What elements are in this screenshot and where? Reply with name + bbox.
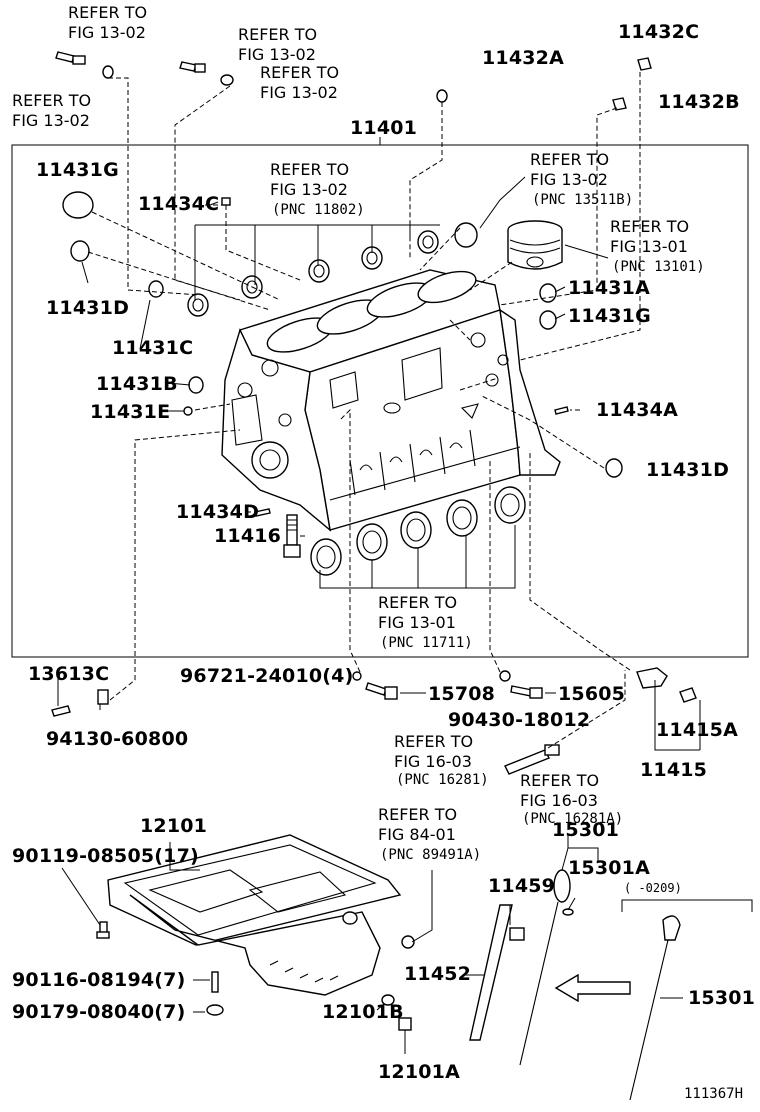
bolt-11416[interactable] [283, 514, 301, 558]
plug-11431D-right[interactable] [605, 458, 623, 478]
ref-label: REFER TO [270, 160, 349, 179]
ref-label: FIG 13-01 [610, 237, 688, 256]
part-number-11459[interactable]: 11459 [488, 875, 555, 897]
ref-label: FIG 13-02 [260, 83, 338, 102]
pnc-label: (PNC 16281A) [522, 811, 623, 827]
part-number-11432B[interactable]: 11432B [658, 91, 740, 113]
pin-11434D[interactable] [254, 508, 271, 517]
plug-11431G[interactable] [62, 191, 94, 219]
plug-11431D[interactable] [70, 240, 90, 262]
part-number-11434A[interactable]: 11434A [596, 399, 678, 421]
ref-label: REFER TO [68, 3, 147, 22]
crankshaft-bearings[interactable] [310, 486, 526, 576]
pan-bolts[interactable] [96, 921, 415, 1031]
ref-label: REFER TO [238, 25, 317, 44]
part-number-12101[interactable]: 12101 [140, 815, 207, 837]
ref-label: FIG 13-02 [12, 111, 90, 130]
pnc-label: (PNC 13101) [612, 259, 705, 275]
range-bracket [621, 899, 753, 912]
part-number-15605[interactable]: 15605 [558, 683, 625, 705]
ref-label: FIG 13-02 [270, 180, 348, 199]
part-number-15708[interactable]: 15708 [428, 683, 495, 705]
leader-lines [87, 72, 641, 749]
part-number-15301-old[interactable]: 15301 [688, 987, 755, 1009]
part-number-15301A[interactable]: 15301A [568, 857, 650, 879]
ref-label: REFER TO [520, 771, 599, 790]
part-number-11415[interactable]: 11415 [640, 759, 707, 781]
part-number-90179-08040[interactable]: 90179-08040(7) [12, 1001, 185, 1023]
ref-label: REFER TO [610, 217, 689, 236]
plug-11431A[interactable] [539, 283, 557, 303]
ref-label: FIG 16-03 [394, 752, 472, 771]
top-fittings[interactable] [55, 51, 652, 111]
plug-11431E[interactable] [183, 406, 193, 416]
part-number-11431C[interactable]: 11431C [112, 337, 193, 359]
part-number-11431E[interactable]: 11431E [90, 401, 170, 423]
ref-label: FIG 13-02 [238, 45, 316, 64]
dipstick-guide-11452[interactable] [469, 904, 525, 1041]
part-number-11432A[interactable]: 11432A [482, 47, 564, 69]
part-number-90430-18012[interactable]: 90430-18012 [448, 709, 590, 731]
part-number-11416[interactable]: 11416 [214, 525, 281, 547]
part-number-11415A[interactable]: 11415A [656, 719, 738, 741]
replacement-arrow [554, 973, 631, 1003]
part-number-96721-24010[interactable]: 96721-24010(4) [180, 665, 353, 687]
piston[interactable] [507, 220, 563, 270]
part-number-90116-08194[interactable]: 90116-08194(7) [12, 969, 185, 991]
part-number-11431D[interactable]: 11431D [46, 297, 129, 319]
ref-label: FIG 84-01 [378, 825, 456, 844]
dipstick-15301-old[interactable] [629, 915, 681, 1101]
part-number-11431A[interactable]: 11431A [568, 277, 650, 299]
part-number-11452[interactable]: 11452 [404, 963, 471, 985]
ref-label: FIG 13-02 [530, 170, 608, 189]
date-range-note: ( -0209) [624, 881, 682, 895]
part-number-11432C[interactable]: 11432C [618, 21, 699, 43]
cylinder-block[interactable] [221, 265, 561, 532]
pnc-label: (PNC 16281) [396, 772, 489, 788]
ref-label: REFER TO [12, 91, 91, 110]
figure-id: 111367H [684, 1086, 743, 1102]
plug-13511B[interactable] [454, 222, 478, 248]
pnc-label: (PNC 11711) [380, 635, 473, 651]
pnc-label: (PNC 11802) [272, 202, 365, 218]
pin-11434A[interactable] [554, 406, 569, 415]
ref-label: REFER TO [378, 593, 457, 612]
pin-11434C[interactable] [221, 197, 231, 206]
part-number-12101B[interactable]: 12101B [322, 1001, 404, 1023]
pnc-label: (PNC 13511B) [532, 192, 633, 208]
oil-pan-12101[interactable] [107, 834, 402, 996]
ref-label: REFER TO [378, 805, 457, 824]
part-number-11434C[interactable]: 11434C [138, 193, 219, 215]
plug-11431C[interactable] [148, 280, 164, 298]
part-number-94130-60800[interactable]: 94130-60800 [46, 728, 188, 750]
plug-11431B[interactable] [188, 376, 204, 394]
part-number-15301[interactable]: 15301 [552, 819, 619, 841]
part-number-11431G[interactable]: 11431G [36, 159, 119, 181]
part-number-11431B[interactable]: 11431B [96, 373, 178, 395]
lower-fittings[interactable] [51, 667, 697, 775]
ref-label: REFER TO [260, 63, 339, 82]
part-number-11401[interactable]: 11401 [350, 117, 417, 139]
ref-label: FIG 16-03 [520, 791, 598, 810]
ref-label: FIG 13-01 [378, 613, 456, 632]
part-number-90119-08505[interactable]: 90119-08505(17) [12, 845, 199, 867]
part-number-12101A[interactable]: 12101A [378, 1061, 460, 1083]
part-number-13613C[interactable]: 13613C [28, 663, 109, 685]
camshaft-bearings[interactable] [187, 230, 439, 317]
ref-label: FIG 13-02 [68, 23, 146, 42]
part-number-11431G-right[interactable]: 11431G [568, 305, 651, 327]
dipstick-15301[interactable] [519, 869, 574, 1066]
solid-leaders [57, 176, 701, 1054]
plug-11431G-right[interactable] [539, 310, 557, 330]
ref-label: REFER TO [394, 732, 473, 751]
part-number-11434D[interactable]: 11434D [176, 501, 259, 523]
pnc-label: (PNC 89491A) [380, 847, 481, 863]
part-number-11431D-right[interactable]: 11431D [646, 459, 729, 481]
ref-label: REFER TO [530, 150, 609, 169]
